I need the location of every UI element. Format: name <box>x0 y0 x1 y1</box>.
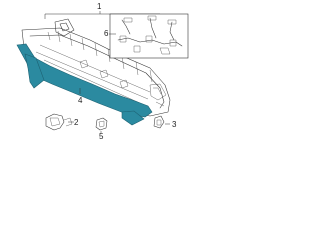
strip-shape <box>16 43 153 118</box>
callout-6: 6 <box>104 29 109 38</box>
part-5-clip <box>95 117 108 131</box>
part-4-highlighted-strip <box>16 43 153 126</box>
callout-2: 2 <box>74 118 79 127</box>
strip-end-right <box>121 110 145 126</box>
part-3-clip <box>153 115 165 129</box>
callout-3: 3 <box>172 120 177 129</box>
strip-end-left <box>24 53 45 89</box>
part-2-bracket <box>45 113 73 131</box>
callout-5: 5 <box>99 132 104 141</box>
parts-diagram: 1 4 6 2 5 <box>16 2 189 141</box>
callout-4: 4 <box>78 96 83 105</box>
callout-1: 1 <box>97 2 102 11</box>
callout-1-bracket <box>44 11 161 19</box>
wiring-harness <box>117 15 183 55</box>
